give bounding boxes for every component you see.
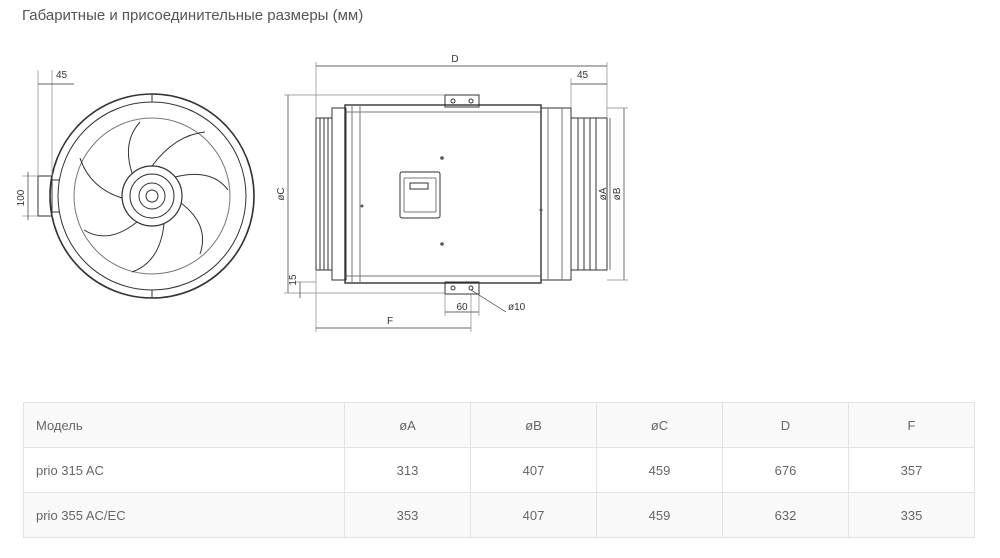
dim-45-front-label: 45 bbox=[56, 70, 68, 81]
table-row: prio 315 AC 313 407 459 676 357 bbox=[23, 447, 975, 493]
dim-45-side-label: 45 bbox=[577, 70, 589, 81]
page-title: Габаритные и присоединительные размеры (… bbox=[22, 7, 364, 24]
side-view bbox=[284, 62, 628, 332]
table-cell: 632 bbox=[722, 492, 849, 538]
dim-100-label: 100 bbox=[16, 189, 27, 206]
model-cell: prio 355 AC/EC bbox=[23, 492, 345, 538]
header-cell: Модель bbox=[23, 402, 345, 448]
header-cell: øA bbox=[344, 402, 471, 448]
table-cell: 459 bbox=[596, 492, 723, 538]
table-cell: 407 bbox=[470, 447, 597, 493]
dim-60-label: 60 bbox=[456, 302, 468, 313]
dim-15-label: 15 bbox=[288, 274, 299, 286]
dim-c-label: øC bbox=[276, 187, 287, 200]
header-cell: øB bbox=[470, 402, 597, 448]
dim-b-label: øB bbox=[612, 187, 623, 200]
model-cell: prio 315 AC bbox=[23, 447, 345, 493]
front-view bbox=[22, 70, 255, 299]
header-cell: øC bbox=[596, 402, 723, 448]
dim-d-label: D bbox=[451, 54, 458, 65]
table-cell: 313 bbox=[344, 447, 471, 493]
dim-hole-label: ø10 bbox=[508, 302, 526, 313]
header-cell: F bbox=[848, 402, 975, 448]
table-cell: 407 bbox=[470, 492, 597, 538]
header-cell: D bbox=[722, 402, 849, 448]
table-cell: 353 bbox=[344, 492, 471, 538]
dim-f-label: F bbox=[387, 316, 393, 327]
table-cell: 335 bbox=[848, 492, 975, 538]
table-cell: 676 bbox=[722, 447, 849, 493]
table-cell: 357 bbox=[848, 447, 975, 493]
technical-drawing: 45 100 D 45 øC øA øB 15 60 ø10 F bbox=[16, 54, 628, 332]
dimension-labels: 45 100 D 45 øC øA øB 15 60 ø10 F bbox=[16, 54, 623, 327]
table-row: prio 355 AC/EC 353 407 459 632 335 bbox=[23, 492, 975, 538]
table-header-row: Модель øA øB øC D F bbox=[23, 402, 975, 448]
dim-a-label: øA bbox=[598, 187, 609, 200]
table-cell: 459 bbox=[596, 447, 723, 493]
dimensions-table: Модель øA øB øC D F prio 315 AC 313 407 … bbox=[23, 402, 975, 538]
